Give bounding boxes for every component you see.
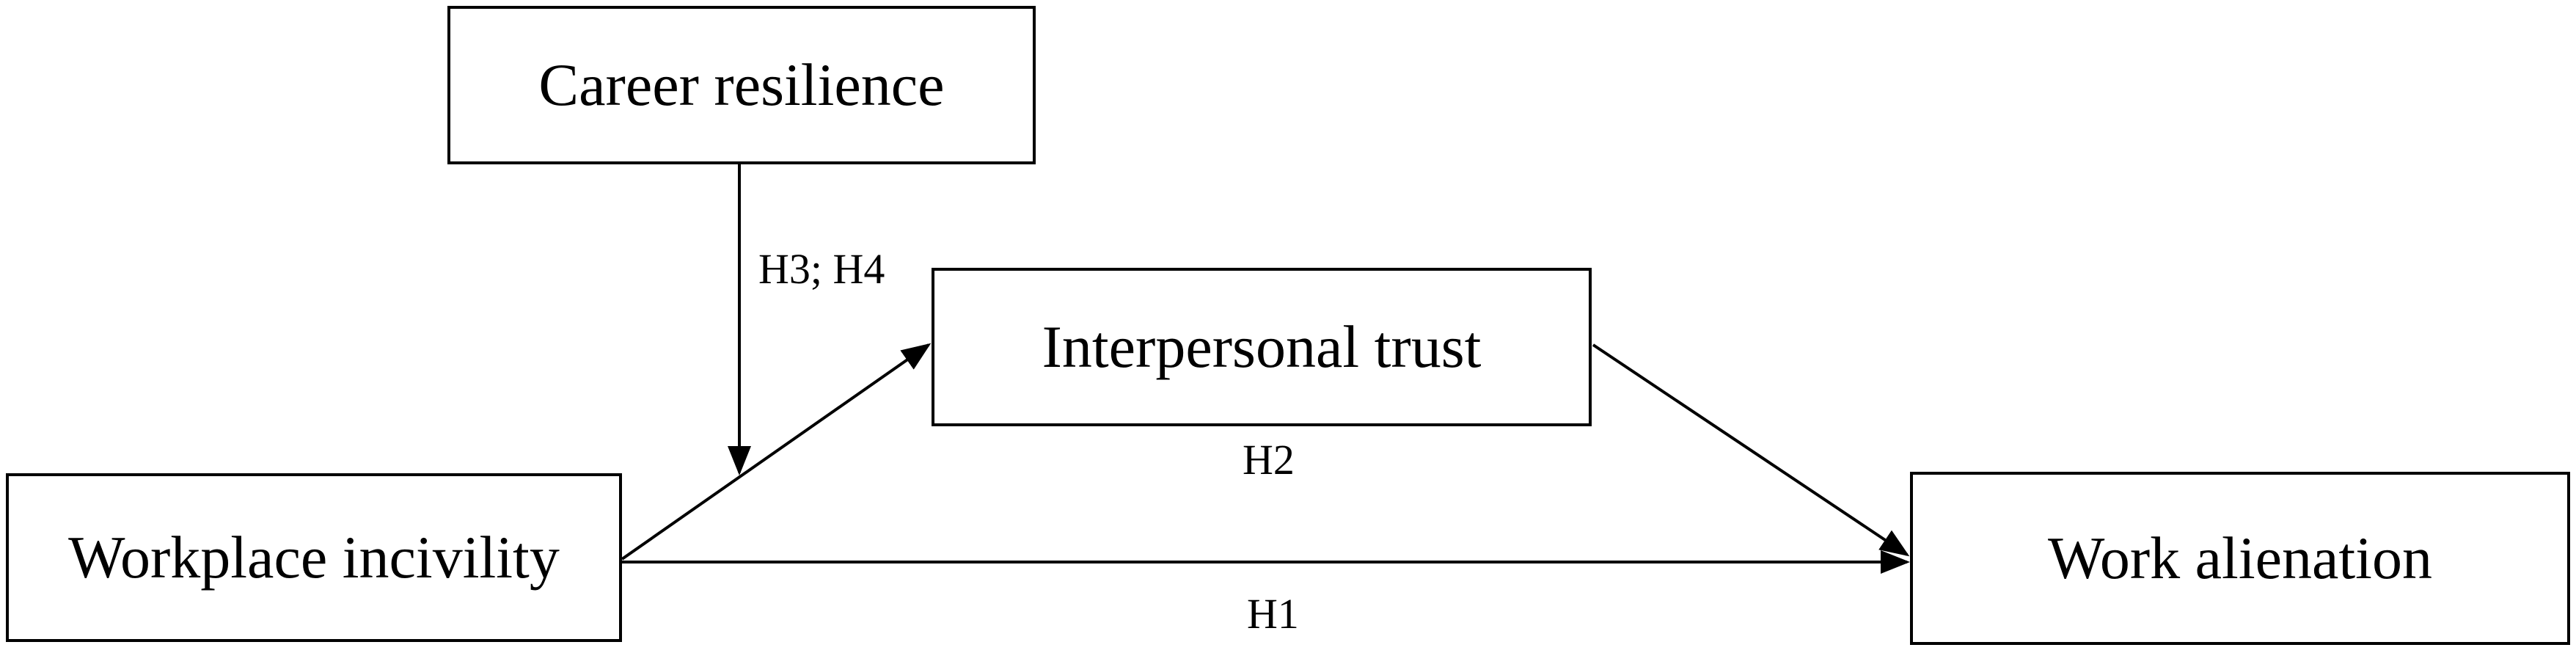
hypothesis-h2-label: H2 [1243,436,1295,484]
career-resilience-box: Career resilience [447,6,1036,164]
career-resilience-label: Career resilience [538,51,945,118]
hypothesis-h1-label: H1 [1247,590,1299,638]
hypothesis-h3-h4-label: H3; H4 [758,245,885,293]
incivility-to-trust-arrow [621,343,932,561]
interpersonal-trust-label: Interpersonal trust [1042,313,1482,380]
work-alienation-label: Work alienation [2048,525,2432,591]
trust-to-alienation-arrow [1592,343,1910,557]
workplace-incivility-box: Workplace incivility [6,473,622,642]
interpersonal-trust-box: Interpersonal trust [932,268,1592,426]
work-alienation-box: Work alienation [1910,472,2570,645]
workplace-incivility-label: Workplace incivility [68,524,560,591]
